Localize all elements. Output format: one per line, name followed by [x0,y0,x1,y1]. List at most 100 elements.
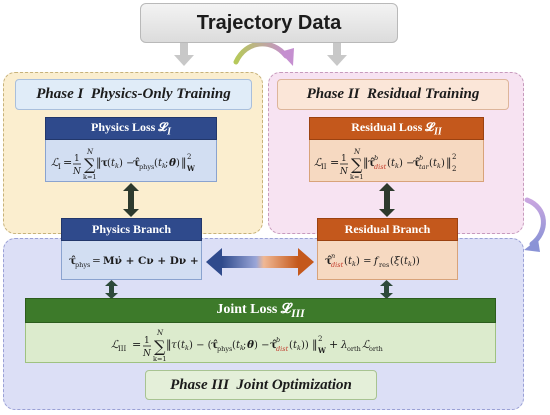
residual-branch-title: Residual Branch [344,222,431,236]
svg-text:θ: θ [247,339,254,351]
svg-text:t: t [111,158,116,169]
svg-text:)): )) [301,340,309,351]
physics-branch-joint-double-arrow [105,280,118,299]
svg-text:tar: tar [419,163,429,171]
svg-text:‖: ‖ [363,156,369,170]
residual-loss-equation: ℒ II = 1 N ∑ N k=1 ‖ τ̂ b dist ( t k ) −… [309,140,484,182]
svg-text:λ: λ [340,339,348,351]
branch-coupling-double-arrow [206,248,314,276]
joint-loss-formula: ℒ III = 1 N ∑ N k=1 ‖ τ ( t k ) − ( τ̂ p… [111,329,383,362]
phase3-title: Phase III Joint Optimization [145,370,377,400]
svg-text:τ̂: τ̂ [413,157,420,169]
physics-loss-branch-double-arrow [123,183,139,217]
svg-text:∑: ∑ [154,337,166,356]
svg-text:(: ( [390,256,394,267]
svg-text:τ̂: τ̂ [211,339,218,351]
svg-text:∑: ∑ [351,155,363,174]
svg-text:res: res [379,261,389,269]
joint-loss-title: Joint Loss 𝓛III [216,301,305,320]
svg-text:phys: phys [139,163,154,171]
joint-loss-header: Joint Loss 𝓛III [25,298,496,323]
svg-text:‖: ‖ [446,156,452,170]
svg-text:)): )) [412,256,420,267]
svg-text:‖: ‖ [96,156,102,170]
residual-branch-formula: τ̂ n dist ( t k ) = f res ( ξ ( t k )) [325,252,420,269]
svg-text:+: + [329,338,338,351]
svg-text:): ) [176,158,180,169]
svg-text:k: k [115,162,119,170]
svg-text:N: N [86,148,94,156]
svg-text:) −: ) − [254,340,269,351]
svg-text:(: ( [387,158,391,169]
svg-text:III: III [118,345,127,353]
svg-text:ℒ: ℒ [51,156,60,169]
physics-branch-title: Physics Branch [91,222,171,236]
svg-text:(: ( [107,158,111,169]
svg-text:W: W [186,164,195,173]
svg-text:) =: ) = [356,256,371,267]
svg-text:(: ( [344,256,348,267]
svg-text:W: W [317,346,326,355]
physics-loss-header: Physics Loss 𝓛I [45,117,217,140]
svg-text:1: 1 [341,154,347,164]
svg-text:;: ; [243,340,246,351]
svg-text:k: k [408,260,412,268]
svg-text:(: ( [154,158,158,169]
svg-text:‖: ‖ [166,338,172,352]
svg-text:b: b [276,336,280,344]
physics-branch-header: Physics Branch [61,218,202,241]
svg-text:) − (: ) − ( [189,340,212,351]
physics-loss-equation: ℒ I = 1 N ∑ N k=1 ‖ τ ( t k ) − τ̂ phys … [45,140,217,182]
svg-text:∑: ∑ [84,155,96,174]
svg-text:2: 2 [452,165,456,173]
svg-text:τ̂: τ̂ [368,157,375,169]
svg-text:k: k [437,162,441,170]
svg-text:‖: ‖ [312,338,318,352]
svg-text:τ̂: τ̂ [133,157,140,169]
svg-text:N: N [339,167,349,177]
svg-text:orth: orth [347,345,361,353]
svg-text:;: ; [165,158,168,169]
svg-text:t: t [433,158,438,169]
svg-text:θ: θ [169,157,176,169]
svg-text:phys: phys [217,345,232,353]
residual-loss-formula: ℒ II = 1 N ∑ N k=1 ‖ τ̂ b dist ( t k ) −… [314,148,456,181]
svg-text:ℒ: ℒ [362,338,371,351]
svg-text:dist: dist [276,345,289,353]
svg-text:n: n [331,252,335,260]
svg-text:k=1: k=1 [350,173,364,181]
svg-text:k: k [395,162,399,170]
svg-text:=: = [63,156,72,169]
svg-text:k: k [185,344,189,352]
svg-text:phys: phys [75,261,90,269]
trajectory-data-label: Trajectory Data [196,11,342,34]
svg-text:τ̂: τ̂ [325,255,332,267]
svg-text:t: t [158,158,163,169]
svg-text:(: ( [400,256,404,267]
svg-text:ξ: ξ [394,255,401,267]
svg-text:f: f [373,255,380,267]
svg-text:I: I [58,163,61,171]
physics-branch-formula: τ̂ phys = Mν̇ + Cν + Dν + g [69,255,201,269]
svg-text:k: k [297,344,301,352]
svg-text:t: t [181,340,186,351]
svg-text:orth: orth [369,345,383,353]
residual-branch-header: Residual Branch [317,218,458,241]
phase2-title: Phase II Residual Training [277,79,509,110]
svg-text:=: = [330,156,339,169]
svg-text:ℒ: ℒ [314,156,323,169]
svg-text:τ: τ [171,339,177,351]
svg-text:2: 2 [187,153,191,161]
svg-text:): ) [441,158,445,169]
svg-text:N: N [142,349,152,359]
phase1-title: Phase I Physics-Only Training [15,79,252,110]
svg-text:(: ( [289,340,293,351]
svg-text:‖: ‖ [181,156,187,170]
svg-text:k=1: k=1 [83,173,97,181]
svg-text:τ̂: τ̂ [69,255,76,267]
trajectory-data-box: Trajectory Data [140,3,398,43]
svg-text:k=1: k=1 [153,355,167,362]
trajectory-to-phase1-arrow [174,43,194,66]
svg-text:dist: dist [374,163,387,171]
trajectory-to-phase2-arrow [327,43,347,66]
